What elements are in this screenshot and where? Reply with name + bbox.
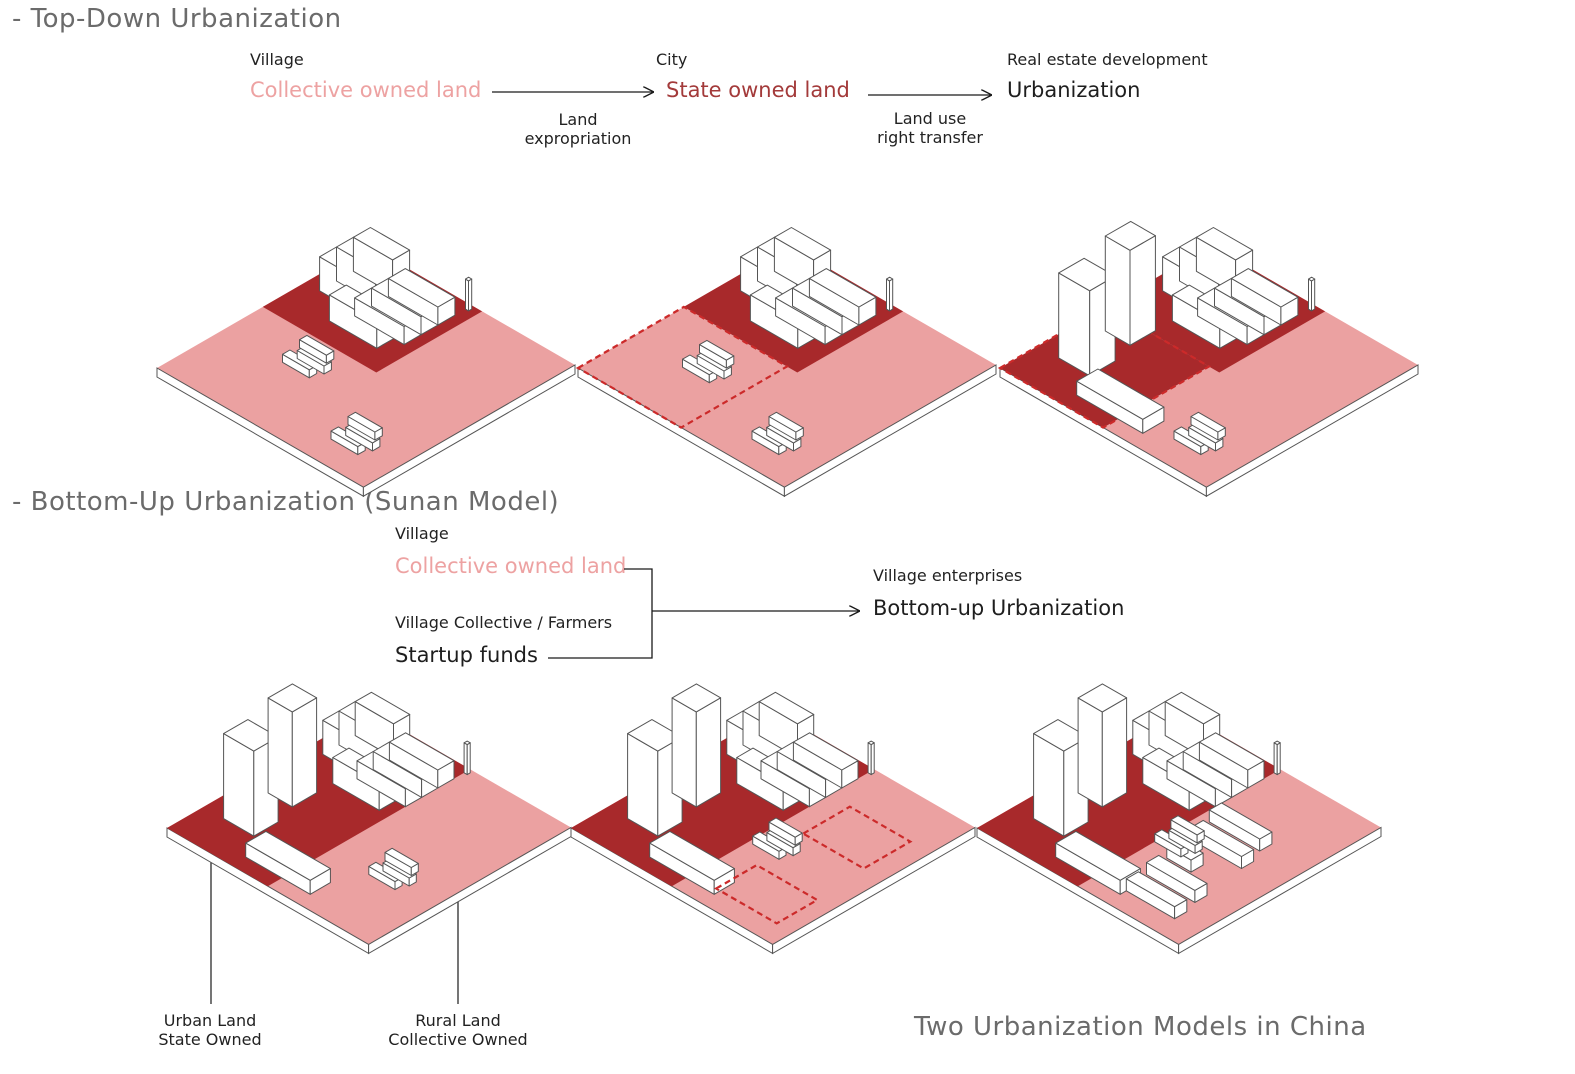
arrow1-label-line2: expropriation xyxy=(524,129,632,148)
section-title-top-down: - Top-Down Urbanization xyxy=(12,4,342,34)
iso-plate-top-2 xyxy=(575,227,997,498)
iso-plate-top-1 xyxy=(156,227,576,498)
input2-caption: Village Collective / Farmers xyxy=(395,613,613,632)
arrow2-label-line2: right transfer xyxy=(877,128,983,147)
iso-plate-top-3 xyxy=(997,220,1419,498)
arrow1-label: Land expropriation xyxy=(520,110,636,148)
stage3-caption: Real estate development xyxy=(1007,50,1208,69)
footer-title: Two Urbanization Models in China xyxy=(914,1012,1367,1042)
input1-caption: Village xyxy=(395,524,449,543)
arrow1-label-line1: Land xyxy=(558,110,598,129)
callout-urban-line1: Urban Land xyxy=(163,1011,257,1030)
stage1-caption: Village xyxy=(250,50,304,69)
output-term: Bottom-up Urbanization xyxy=(873,596,1125,620)
stage2-caption: City xyxy=(656,50,688,69)
callout-urban-line2: State Owned xyxy=(158,1030,262,1049)
callout-rural-line1: Rural Land xyxy=(415,1011,501,1030)
section-title-bottom-up: - Bottom-Up Urbanization (Sunan Model) xyxy=(12,487,560,517)
callout-rural-land: Rural Land Collective Owned xyxy=(378,1011,538,1049)
output-caption: Village enterprises xyxy=(873,566,1023,585)
iso-plate-bottom-2 xyxy=(570,683,976,955)
arrow2-label-line1: Land use xyxy=(893,109,967,128)
callout-urban-land: Urban Land State Owned xyxy=(140,1011,280,1049)
iso-plate-bottom-1 xyxy=(166,683,572,955)
input1-term: Collective owned land xyxy=(395,554,627,578)
stage2-term: State owned land xyxy=(666,78,850,102)
stage3-term: Urbanization xyxy=(1007,78,1141,102)
arrow2-label: Land use right transfer xyxy=(870,109,990,147)
iso-plate-bottom-3 xyxy=(976,683,1382,955)
stage1-term: Collective owned land xyxy=(250,78,482,102)
callout-rural-line2: Collective Owned xyxy=(388,1030,528,1049)
bracket-connector xyxy=(548,568,653,659)
input2-term: Startup funds xyxy=(395,643,538,667)
